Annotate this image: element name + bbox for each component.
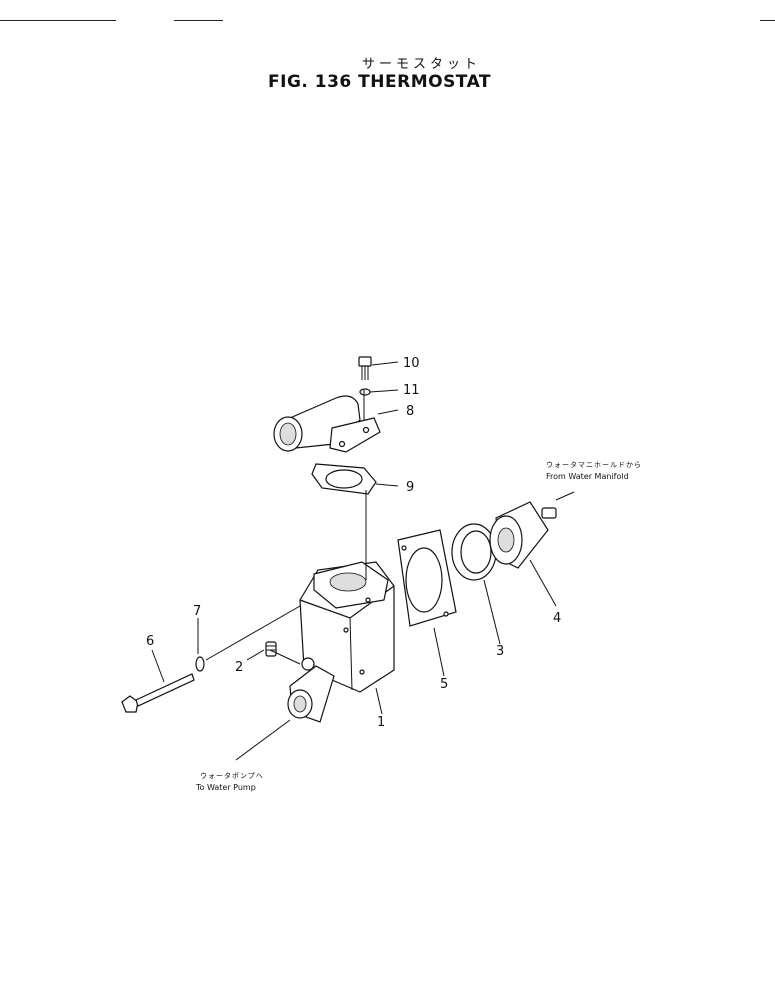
callout-3: 3 [496,644,504,659]
bolt-part-10 [358,356,372,380]
figure-title: FIG. 136 THERMOSTAT [268,72,492,92]
note-to-pump: To Water Pump [195,783,256,792]
note-from-manifold-japanese: ウォータマニホールドから [546,460,642,469]
callout-8: 8 [406,404,414,419]
callout-2: 2 [235,660,243,675]
callout-11: 11 [403,383,420,398]
callout-4: 4 [553,611,561,626]
note-from-manifold: From Water Manifold [546,472,629,481]
callout-5: 5 [440,677,448,692]
callout-7: 7 [193,604,201,619]
callout-9: 9 [406,480,414,495]
note-to-pump-japanese: ウォータポンプへ [200,771,264,780]
plug-part-2 [265,641,277,657]
square-gasket-part-5 [397,529,457,627]
top-rule-right [760,20,775,21]
washer-part-11 [359,388,371,396]
elbow-outlet-part-8 [273,395,381,453]
top-rule-left [0,20,116,21]
callout-6: 6 [146,634,154,649]
callout-1: 1 [377,715,385,730]
leader-lines [151,361,575,761]
washer-part-7 [195,656,205,672]
housing-part-1 [287,561,395,723]
figure-title-japanese: サーモスタット [362,57,482,72]
callout-10: 10 [403,356,420,371]
thermostat-element-part-4 [489,501,557,569]
long-bolt-part-6 [121,673,195,713]
ring-seal-part-3 [451,523,497,581]
top-rule-middle [174,20,223,21]
gasket-part-9 [311,463,377,495]
